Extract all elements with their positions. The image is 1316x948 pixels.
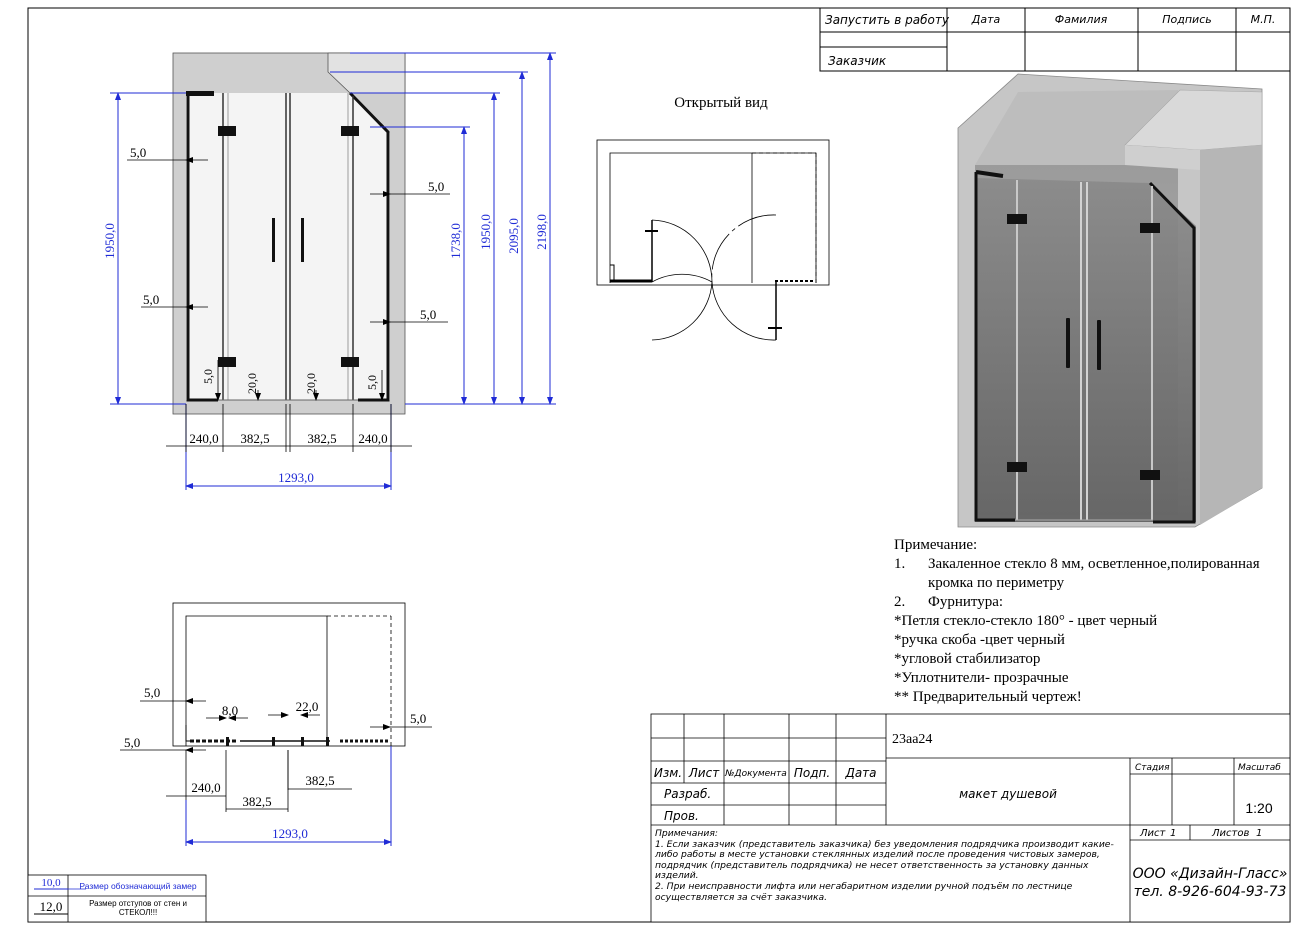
note-hinge: *Петля стекло-стекло 180° - цвет черный [894, 613, 1158, 629]
title-block [650, 713, 1291, 923]
title-block-note-2: 2. При неисправности лифта или негабарит… [655, 880, 1073, 903]
customer-label: Заказчик [828, 54, 887, 68]
hinge-icon [218, 357, 236, 367]
col-doc: №Документа [724, 769, 787, 779]
hinge-icon [218, 126, 236, 136]
handle-icon [301, 218, 304, 262]
dim-gap-right: 5,0 [365, 375, 379, 390]
dim-382-left: 382,5 [240, 431, 269, 446]
dim-240-left: 240,0 [189, 431, 218, 446]
plan-dim-left-lower: 5,0 [124, 735, 140, 750]
plan-dim-1293: 1293,0 [272, 826, 308, 841]
handle-icon [272, 218, 275, 262]
plan-dim-8: 8,0 [222, 703, 238, 718]
dim-right-bottom: 5,0 [420, 307, 436, 322]
company-name: ООО «Дизайн-Гласс» [1133, 866, 1288, 882]
dim-1950: 1950,0 [478, 214, 493, 250]
notes-block: Примечание: 1. Закаленное стекло 8 мм, о… [894, 536, 1294, 707]
note-seals: *Уплотнители- прозрачные [894, 670, 1069, 686]
dim-1293-front: 1293,0 [278, 470, 314, 485]
plan-dim-382b: 382,5 [305, 773, 334, 788]
dim-240-right: 240,0 [358, 431, 387, 446]
front-elevation: 1950,0 1738,0 1950,0 2095,0 2198,0 1293,… [102, 52, 556, 490]
sheets-label: Листов [1211, 828, 1249, 839]
sheets-value: 1 [1256, 828, 1262, 839]
col-date: Дата [844, 766, 876, 780]
hinge-icon [341, 126, 359, 136]
plan-view: 5,0 5,0 8,0 22,0 5,0 240,0 382,5 382,5 1… [120, 602, 432, 846]
plan-dim-382a: 382,5 [242, 794, 271, 809]
notes-title: Примечание: [894, 537, 978, 553]
dim-2198: 2198,0 [534, 214, 549, 250]
note-handle: *ручка скоба -цвет черный [894, 632, 1065, 648]
dim-bottom-right: 20,0 [304, 373, 318, 394]
launch-label: Запустить в работу [825, 13, 950, 27]
surname-label: Фамилия [1055, 13, 1108, 26]
legend-black-text-b: СТЕКОЛ!!! [119, 908, 157, 917]
legend-blue-value: 10,0 [41, 877, 61, 889]
open-view-title: Открытый вид [674, 95, 768, 111]
row-razrab: Разраб. [664, 787, 711, 801]
note-item-2-num: 2. [894, 594, 906, 610]
stage-label: Стадия [1135, 763, 1170, 773]
dim-1738: 1738,0 [448, 223, 463, 259]
note-item-1: 1. Закаленное стекло 8 мм, осветленное,п… [894, 555, 1294, 574]
open-view-diagram [596, 139, 830, 341]
note-preliminary: ** Предварительный чертеж! [894, 689, 1082, 705]
legend-black-text-a: Размер отступов от стен и [89, 899, 187, 908]
plan-dim-right: 5,0 [410, 711, 426, 726]
plan-dim-22: 22,0 [296, 699, 319, 714]
note-item-2: 2. Фурнитура: [894, 593, 1294, 612]
title-block-note-1: 1. Если заказчик (представитель заказчик… [655, 838, 1114, 882]
sheet-label: Лист [1139, 828, 1167, 839]
plan-dim-left-upper: 5,0 [144, 685, 160, 700]
title-block-notes: Примечания: 1. Если заказчик (представит… [655, 828, 1125, 903]
col-list: Лист [688, 766, 720, 780]
dim-right-top: 5,0 [428, 179, 444, 194]
note-item-1-cont: кромка по периметру [928, 575, 1065, 591]
dim-left-bottom: 5,0 [143, 292, 159, 307]
note-item-1-text: Закаленное стекло 8 мм, осветленное,поли… [928, 556, 1260, 572]
title-block-notes-title: Примечания: [655, 828, 718, 839]
col-podp: Подп. [794, 766, 830, 780]
legend: 10,0 12,0 Размер обозначающий замер Разм… [27, 874, 207, 923]
render-3d [957, 73, 1263, 528]
note-item-2-text: Фурнитура: [928, 594, 1004, 610]
scale-value: 1:20 [1245, 800, 1272, 816]
approval-table: Запустить в работу Дата Фамилия Подпись … [819, 7, 1291, 72]
dim-gap-left: 5,0 [201, 369, 215, 384]
col-izm: Изм. [654, 766, 682, 780]
signature-label: Подпись [1162, 13, 1211, 26]
dim-1950-left: 1950,0 [102, 223, 117, 259]
dim-bottom-left: 20,0 [245, 373, 259, 394]
legend-blue-text: Размер обозначающий замер [79, 881, 197, 891]
row-prov: Пров. [664, 809, 699, 823]
hinge-icon [341, 357, 359, 367]
legend-black-value: 12,0 [40, 899, 63, 914]
date-label: Дата [971, 13, 1001, 26]
scale-label: Масштаб [1238, 763, 1281, 773]
note-item-1-num: 1. [894, 556, 906, 572]
plan-dim-240: 240,0 [191, 780, 220, 795]
stamp-label: М.П. [1251, 13, 1276, 26]
dim-2095: 2095,0 [506, 218, 521, 254]
sheet-value: 1 [1170, 828, 1176, 839]
note-stabilizer: *угловой стабилизатор [894, 651, 1041, 667]
company-phone: тел. 8-926-604-93-73 [1134, 884, 1287, 900]
dim-382-right: 382,5 [307, 431, 336, 446]
dim-left-top: 5,0 [130, 145, 146, 160]
doc-title: макет душевой [959, 787, 1057, 801]
order-number: 23аа24 [892, 732, 932, 747]
